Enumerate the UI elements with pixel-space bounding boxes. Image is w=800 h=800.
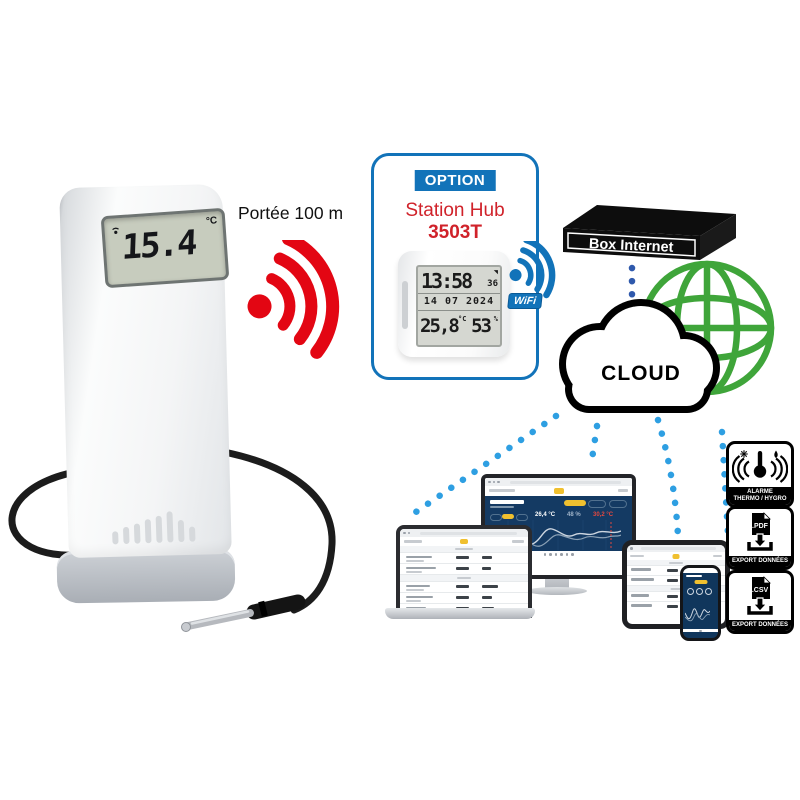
hub-humidity: 53 [471, 315, 492, 337]
hub-seconds: 36 [487, 279, 498, 289]
cloud-label: CLOUD [601, 362, 681, 385]
phone-chart [685, 608, 710, 622]
option-badge: OPTION [414, 170, 496, 191]
smartphone [680, 565, 721, 641]
hub-humidity-unit: % [493, 315, 498, 323]
badge-pdf-caption: EXPORT DONNÉES [729, 556, 791, 567]
pdf-file-label: .PDF [752, 523, 769, 530]
station-hub-device: 13:58 ◥ 36 14 07 2024 25,8 °C 53 % [398, 251, 510, 357]
badge-csv-caption: EXPORT DONNÉES [729, 620, 791, 631]
sensor-temperature-value: 15.4 [121, 222, 197, 269]
browser-chrome [485, 478, 632, 486]
internet-box: Box Internet [563, 205, 736, 260]
hub-lcd: 13:58 ◥ 36 14 07 2024 25,8 °C 53 % [416, 265, 502, 347]
csv-download-icon: .CSV [747, 576, 773, 615]
radio-signal-icon [247, 240, 340, 359]
sensor-vents [111, 511, 196, 545]
antenna-icon [112, 227, 119, 234]
wifi-icon [509, 241, 556, 299]
badge-alarm-line1: ALARME [747, 489, 773, 495]
laptop-base [385, 608, 535, 619]
badge-csv-export: .CSV EXPORT DONNÉES [726, 570, 794, 634]
dashboard-navbar [485, 486, 632, 496]
hub-temperature-unit: °C [458, 315, 467, 323]
badge-pdf-export: .PDF EXPORT DONNÉES [726, 506, 794, 570]
taskbar [485, 551, 632, 558]
hub-date: 14 07 2024 [418, 294, 500, 311]
hub-model-number: 3503T [428, 222, 482, 243]
badge-alarm-thermo-hygro: ALARME THERMO / HYGRO [726, 441, 794, 508]
monitor-foot [527, 587, 587, 595]
alarm-thermo-hygro-icon [732, 450, 788, 483]
wifi-label: WiFi [507, 293, 543, 309]
hub-side-slot [402, 281, 408, 329]
internet-globe-icon [639, 260, 775, 396]
badge-alarm-line2: THERMO / HYGRO [733, 496, 787, 502]
pdf-download-icon: .PDF [747, 512, 773, 551]
laptop [396, 525, 532, 618]
hub-product-name: Station Hub [405, 200, 505, 221]
sensor-temperature-unit: °C [205, 215, 218, 228]
cloud-icon: CLOUD [559, 299, 720, 413]
sensor-lcd: 15.4 °C [100, 207, 230, 289]
reading-humidity: 48 % [567, 512, 581, 518]
router-label: Box Internet [589, 236, 674, 256]
active-tab-pill [564, 500, 586, 506]
hub-temperature: 25,8 [420, 315, 460, 337]
reading-temperature: 26,4 °C [535, 512, 556, 518]
reading-alert: 30,2 °C [593, 512, 614, 518]
hub-signal-icon: ◥ [493, 268, 498, 276]
range-label: Portée 100 m [238, 203, 344, 223]
csv-file-label: .CSV [752, 587, 769, 594]
hub-time: 13:58 [421, 269, 473, 293]
brand-logo [553, 488, 564, 494]
